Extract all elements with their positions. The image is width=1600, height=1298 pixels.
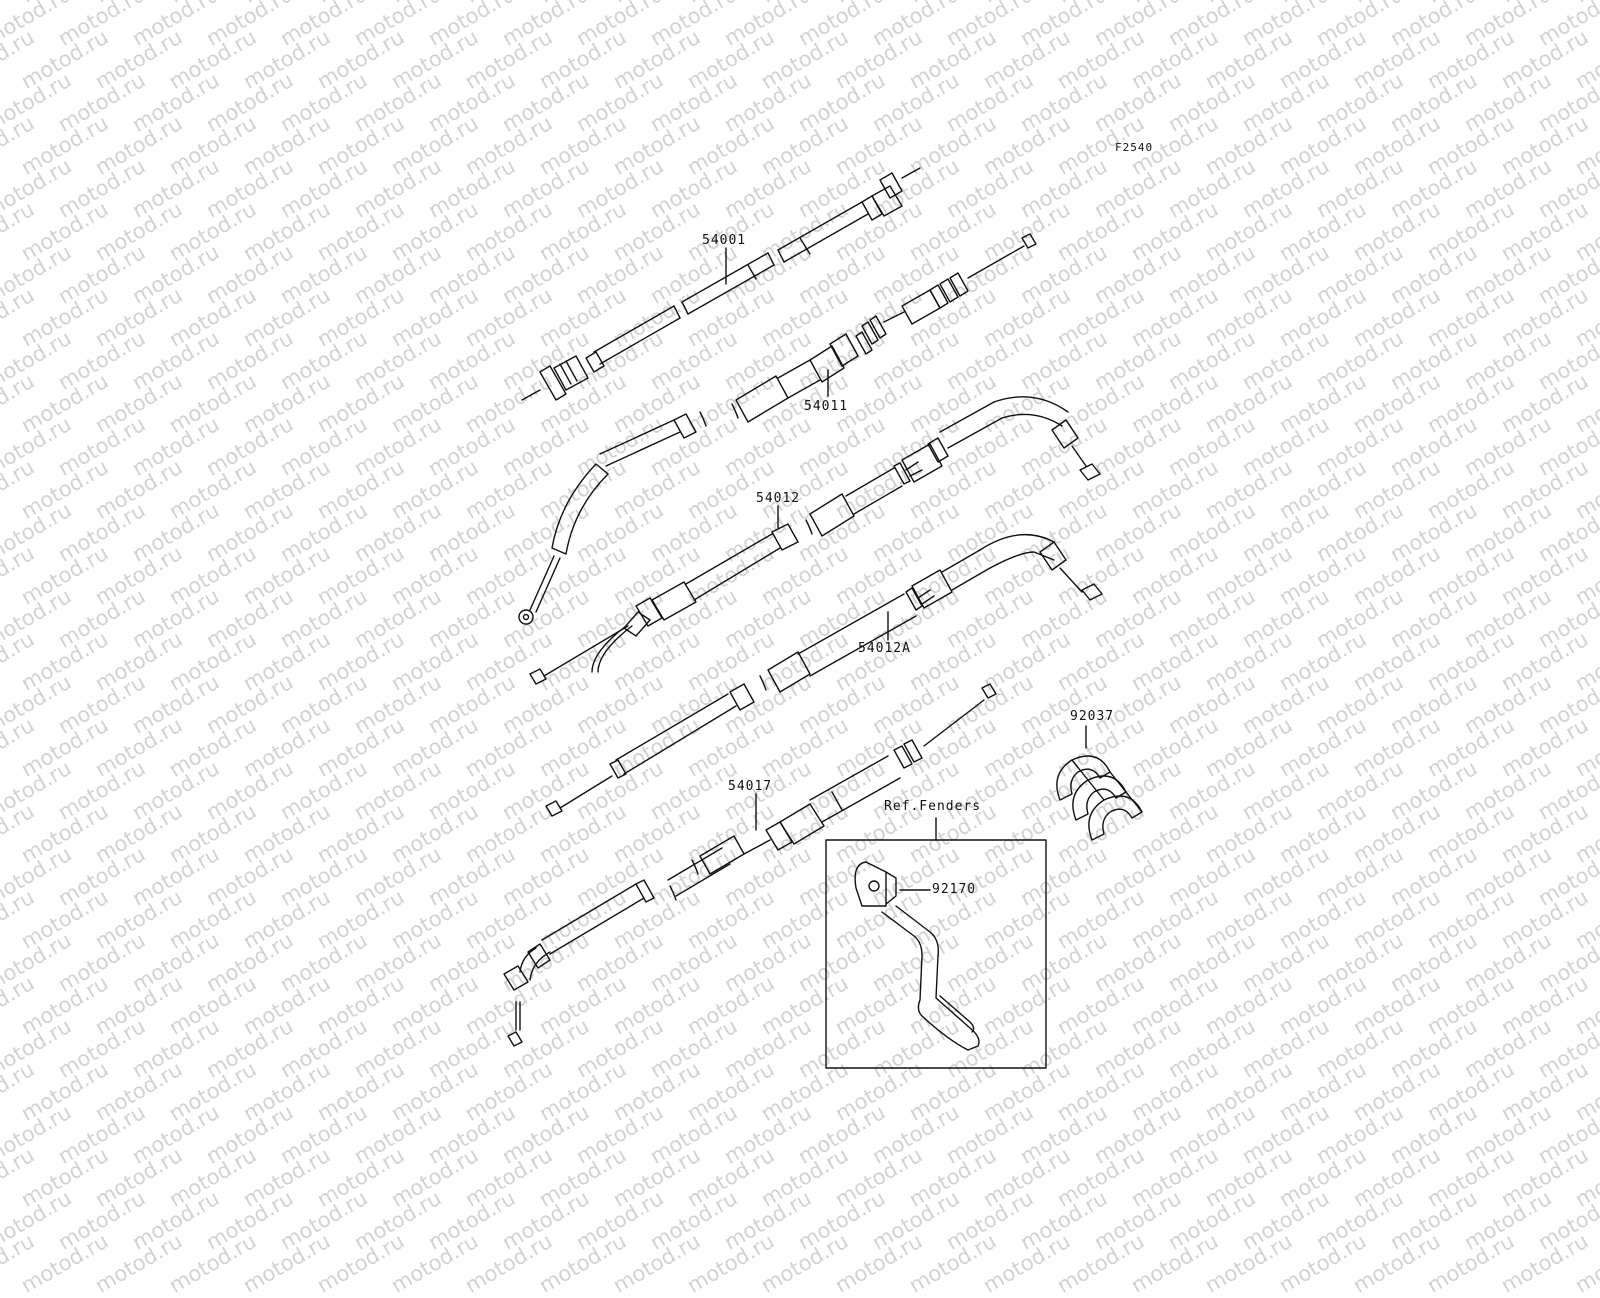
watermark-text: motod.ru <box>1275 1228 1371 1298</box>
watermark-text: motod.ru <box>905 1228 1001 1298</box>
callout-92170[interactable]: 92170 <box>932 882 977 897</box>
callout-92037[interactable]: 92037 <box>1070 709 1115 724</box>
callout-54001[interactable]: 54001 <box>702 233 747 248</box>
exploded-cable-drawing <box>0 0 1600 1200</box>
watermark-text: motod.ru <box>979 1228 1075 1298</box>
callout-54012[interactable]: 54012 <box>756 491 801 506</box>
throttle-cable-54011[interactable] <box>519 234 1036 624</box>
watermark-text: motod.ru <box>17 1228 113 1298</box>
cable-clamp-92037[interactable] <box>1057 756 1142 840</box>
callout-54017[interactable]: 54017 <box>728 779 773 794</box>
watermark-text: motod.ru <box>609 1228 705 1298</box>
throttle-cable-54012a[interactable] <box>546 535 1102 816</box>
watermark-text: motod.ru <box>1349 1228 1445 1298</box>
callout-54011[interactable]: 54011 <box>804 399 849 414</box>
watermark-text: motod.ru <box>757 1228 853 1298</box>
cable-54017[interactable] <box>504 684 996 1046</box>
callout-leaders <box>726 248 1086 890</box>
watermark-text: motod.ru <box>831 1228 927 1298</box>
ref-fenders-label: Ref.Fenders <box>884 799 982 814</box>
figure-code: F2540 <box>1115 141 1154 154</box>
watermark-text: motod.ru <box>1053 1228 1149 1298</box>
callout-54012a[interactable]: 54012A <box>858 641 911 656</box>
watermark-text: motod.ru <box>0 1228 39 1298</box>
watermark-text: motod.ru <box>1423 1228 1519 1298</box>
watermark-text: motod.ru <box>1127 1228 1223 1298</box>
watermark-text: motod.ru <box>1497 1228 1593 1298</box>
watermark-text: motod.ru <box>1571 1228 1600 1298</box>
watermark-text: motod.ru <box>1201 1228 1297 1298</box>
ref-fenders-box <box>826 818 1046 1068</box>
watermark-text: motod.ru <box>461 1228 557 1298</box>
throttle-cable-54012[interactable] <box>530 397 1100 684</box>
watermark-text: motod.ru <box>165 1228 261 1298</box>
bracket-92170[interactable] <box>855 862 979 1050</box>
watermark-text: motod.ru <box>387 1228 483 1298</box>
watermark-text: motod.ru <box>683 1228 779 1298</box>
watermark-text: motod.ru <box>239 1228 335 1298</box>
watermark-text: motod.ru <box>313 1228 409 1298</box>
watermark-text: motod.ru <box>91 1228 187 1298</box>
speedometer-cable-54001[interactable] <box>522 168 920 400</box>
watermark-text: motod.ru <box>535 1228 631 1298</box>
